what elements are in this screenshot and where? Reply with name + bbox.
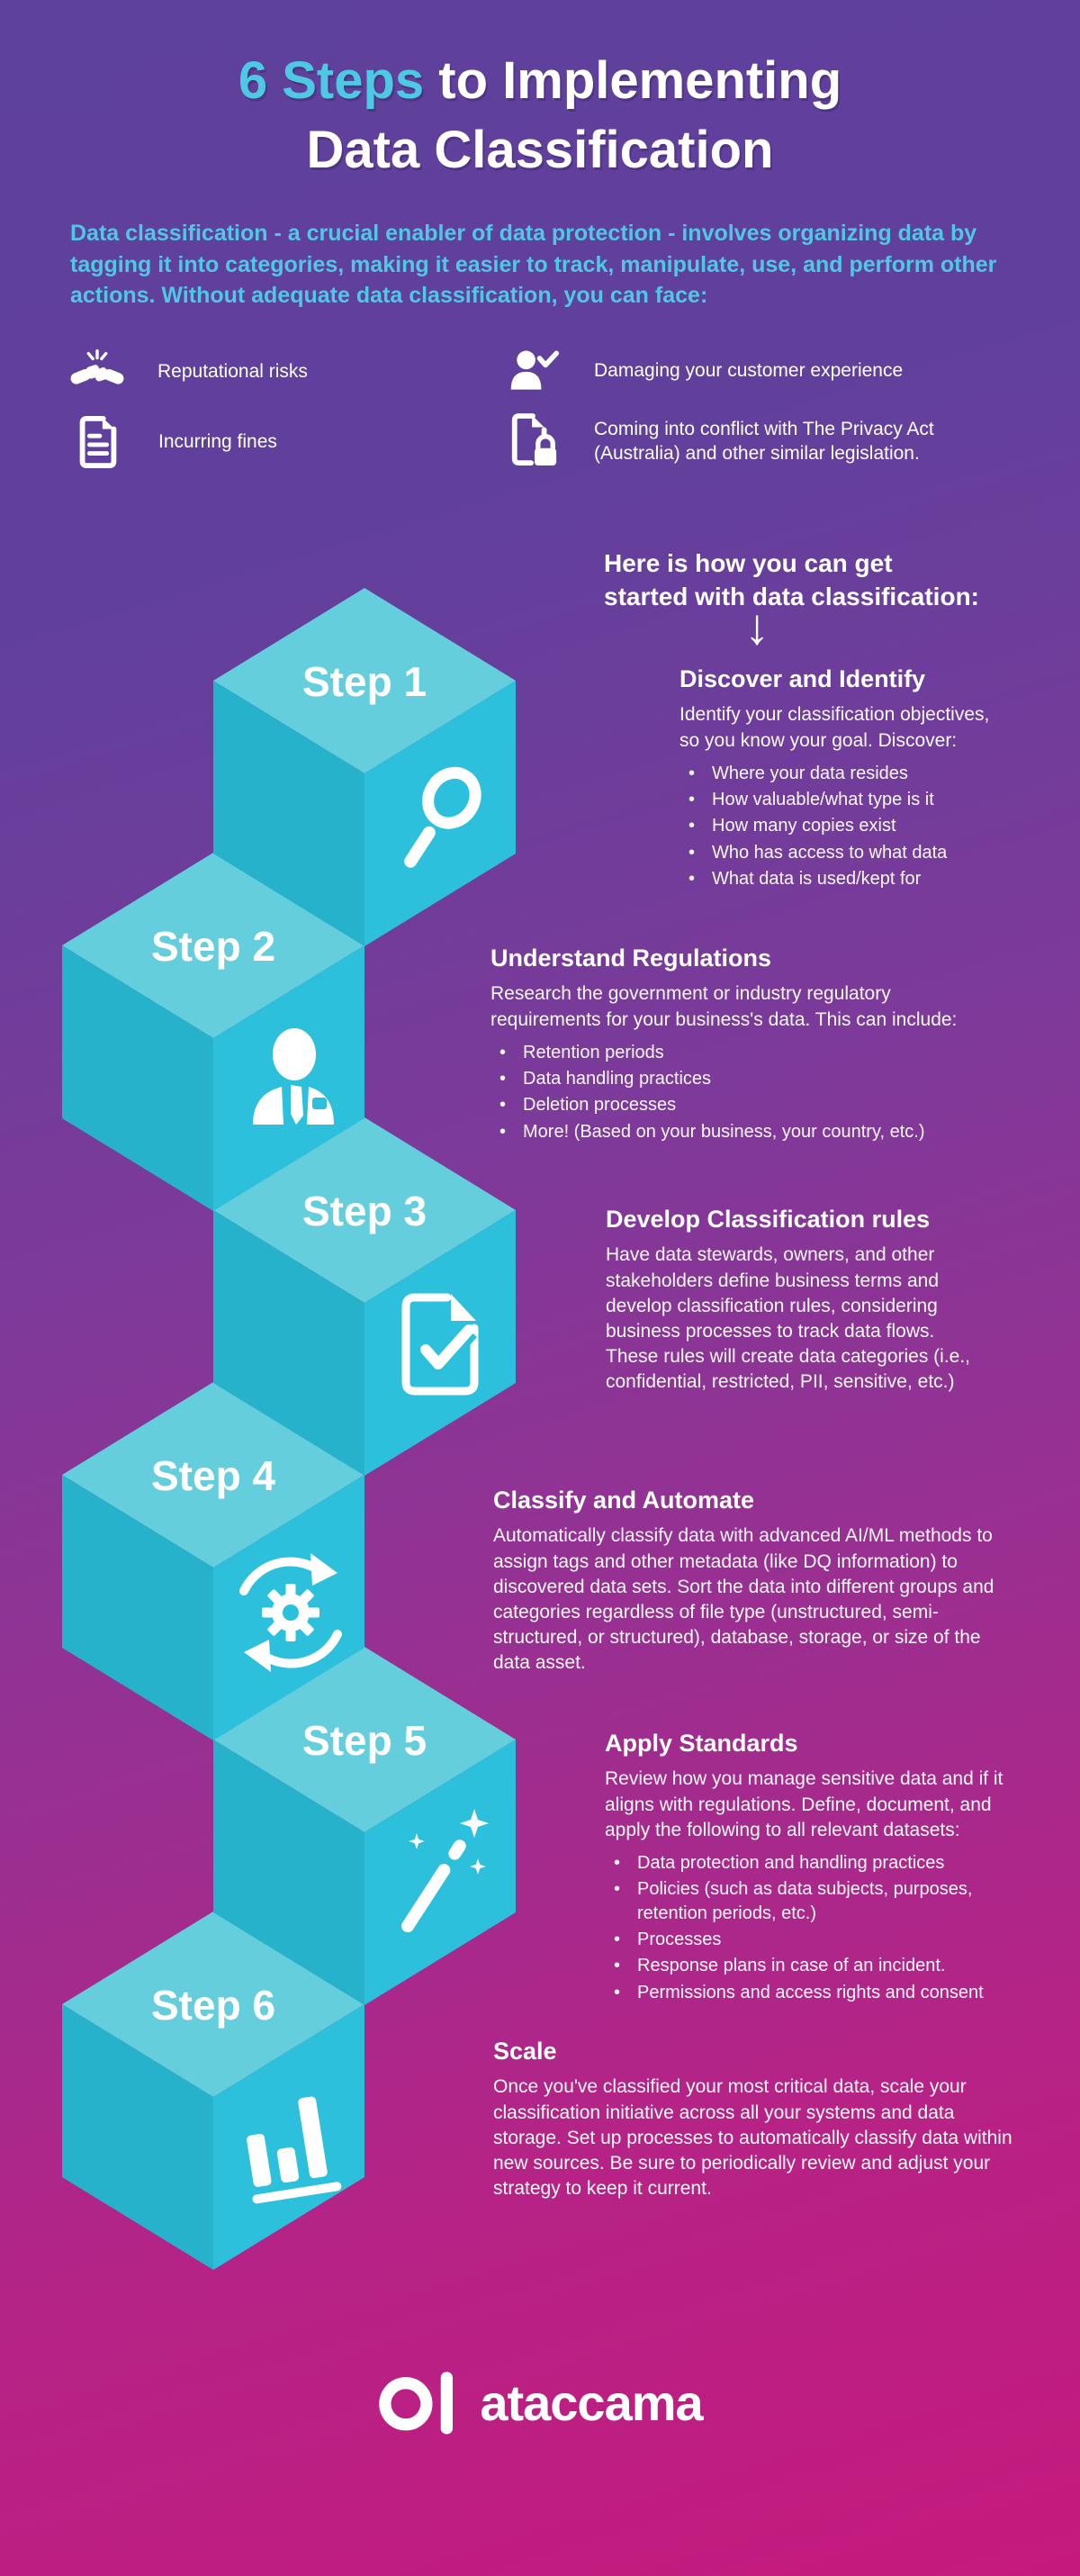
step-body: Identify your classification objectives,… — [680, 704, 990, 751]
handshake-icon — [69, 348, 125, 395]
step-6-label: Step 6 — [151, 1982, 275, 2029]
step-1-cube: Step 1 — [213, 588, 516, 946]
intro-text: Data classification - a crucial enabler … — [70, 221, 997, 308]
risk-label: Damaging your customer experience — [594, 360, 904, 382]
bullet-item: Where your data resides — [680, 762, 1005, 786]
step-title: Understand Regulations — [490, 945, 772, 972]
cube-left-face — [62, 2004, 213, 2270]
risk-item-fines: Incurring fines — [70, 414, 277, 470]
step-5-label: Step 5 — [302, 1717, 427, 1764]
bullet-item: How valuable/what type is it — [680, 788, 1005, 812]
step-title: Scale — [493, 2038, 557, 2065]
step-bullets: Data protection and handling practices P… — [605, 1851, 1012, 2005]
step-2-details: Understand Regulations Research the gove… — [490, 944, 968, 1146]
cube-left-face — [213, 1740, 364, 2005]
step-title: Apply Standards — [605, 1730, 798, 1757]
step-body: Review how you manage sensitive data and… — [605, 1768, 1004, 1840]
risk-item-customer-experience: Damaging your customer experience — [506, 344, 903, 398]
sync-gear-icon — [239, 1553, 342, 1672]
step-3-label: Step 3 — [302, 1188, 427, 1234]
bullet-item: Data protection and handling practices — [605, 1851, 1012, 1876]
step-title: Classify and Automate — [493, 1487, 755, 1514]
step-3-cube: Step 3 — [213, 1117, 516, 1476]
document-icon — [70, 415, 126, 469]
ataccama-logo-text: ataccama — [480, 2373, 703, 2431]
bullet-item: Policies (such as data subjects, purpose… — [605, 1877, 1012, 1925]
document-check-icon — [401, 1293, 479, 1396]
bullet-item: Permissions and access rights and consen… — [605, 1981, 1012, 2005]
ataccama-logo: ataccama — [0, 2368, 1080, 2436]
step-body: Automatically classify data with advance… — [493, 1525, 994, 1674]
title-line1: 6 Steps to Implementing — [0, 47, 1080, 116]
step-6-details: Scale Once you've classified your most c… — [493, 2037, 1017, 2201]
cube-left-face — [62, 945, 213, 1211]
ataccama-logo-mark-icon — [377, 2368, 460, 2436]
cube-right-face — [364, 681, 516, 946]
step-1-details: Discover and Identify Identify your clas… — [680, 664, 1005, 894]
title-accent: 6 Steps — [238, 51, 425, 110]
title-rest: to Implementing — [424, 51, 842, 110]
bullet-item: Response plans in case of an incident. — [605, 1954, 1012, 1978]
bullet-item: Who has access to what data — [680, 841, 1005, 865]
person-check-icon — [506, 346, 562, 396]
step-4-label: Step 4 — [151, 1452, 275, 1499]
step-1-label: Step 1 — [302, 658, 427, 705]
step-2-label: Step 2 — [151, 923, 275, 970]
magic-wand-icon — [401, 1809, 489, 1933]
step-bullets: Retention periods Data handling practice… — [490, 1041, 968, 1144]
bullet-item: How many copies exist — [680, 814, 1005, 838]
step-body: Once you've classified your most critica… — [493, 2076, 1012, 2199]
step-5-details: Apply Standards Review how you manage se… — [605, 1729, 1012, 2007]
get-started-heading: Here is how you can get started with dat… — [604, 549, 979, 610]
title-line2: Data Classification — [306, 120, 774, 179]
cube-left-face — [213, 681, 364, 946]
bullet-item: Processes — [605, 1928, 1012, 1952]
step-body: Research the government or industry regu… — [490, 983, 958, 1030]
page-title: 6 Steps to Implementing Data Classificat… — [0, 47, 1080, 185]
down-arrow-icon: ↓ — [744, 598, 770, 655]
bullet-item: More! (Based on your business, your coun… — [490, 1120, 968, 1144]
step-title: Develop Classification rules — [606, 1206, 931, 1233]
document-lock-icon — [506, 411, 562, 471]
person-icon — [253, 1028, 334, 1125]
bullet-item: Deletion processes — [490, 1093, 968, 1117]
bullet-item: Retention periods — [490, 1041, 968, 1065]
step-6-cube: Step 6 — [62, 1912, 364, 2270]
risk-label: Coming into conflict with The Privacy Ac… — [594, 418, 934, 464]
bullet-item: What data is used/kept for — [680, 867, 1005, 891]
risk-item-privacy-act: Coming into conflict with The Privacy Ac… — [506, 411, 974, 472]
cube-right-face — [213, 2004, 364, 2270]
step-title: Discover and Identify — [680, 665, 926, 692]
risk-label: Incurring fines — [158, 431, 277, 453]
step-bullets: Where your data resides How valuable/wha… — [680, 762, 1005, 891]
step-body: Have data stewards, owners, and other st… — [606, 1244, 971, 1393]
cube-right-face — [364, 1210, 516, 1476]
cube-left-face — [213, 1210, 364, 1476]
bullet-item: Data handling practices — [490, 1067, 968, 1091]
risk-label: Reputational risks — [158, 361, 308, 383]
bar-chart-icon — [247, 2096, 342, 2204]
magnifier-icon — [404, 766, 482, 868]
risk-item-reputational: Reputational risks — [69, 346, 308, 398]
cube-left-face — [62, 1475, 213, 1740]
step-3-details: Develop Classification rules Have data s… — [606, 1205, 975, 1395]
step-4-details: Classify and Automate Automatically clas… — [493, 1486, 999, 1676]
